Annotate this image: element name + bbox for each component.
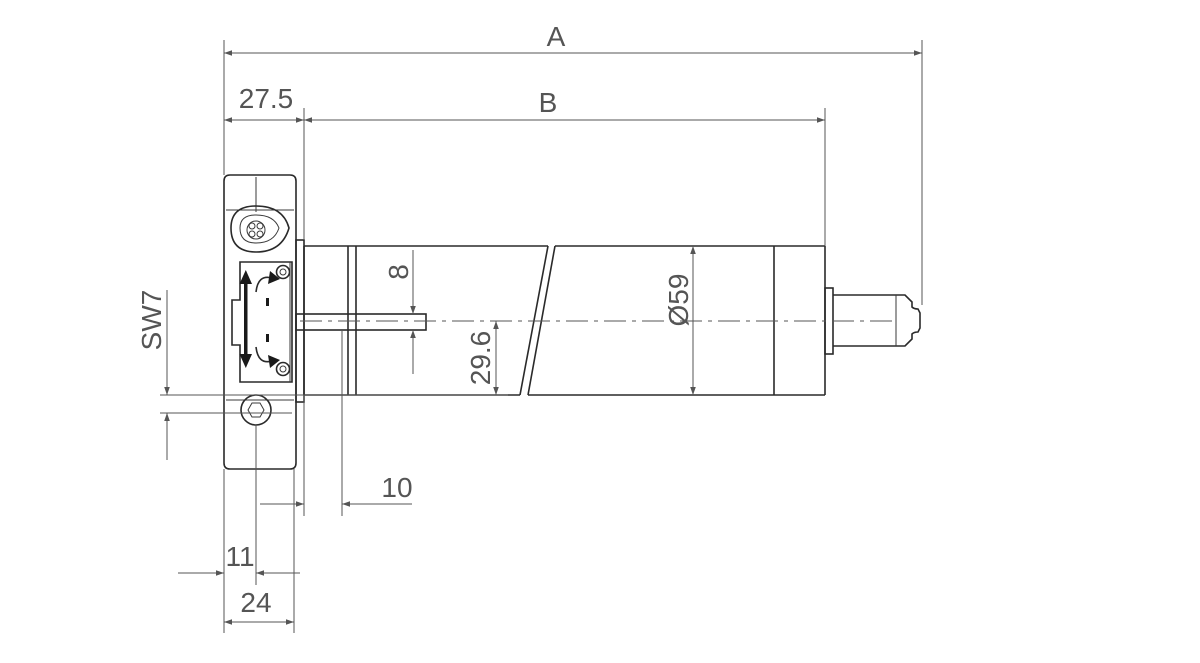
dim-label-screw-offset: 11 <box>225 541 254 572</box>
dim-label-motor-length: B <box>539 87 558 118</box>
dim-label-centre-offset: 8 <box>383 264 414 280</box>
dim-flange-width <box>224 108 305 240</box>
dim-label-overall-length: A <box>547 21 566 52</box>
dim-spigot-length <box>260 330 412 516</box>
rotation-direction-icon <box>239 264 291 377</box>
terminal-block <box>231 261 293 383</box>
dim-overall-length <box>223 40 923 305</box>
motor-body <box>295 239 826 403</box>
cable-gland-icon <box>230 205 290 253</box>
dim-screw-offset <box>178 425 300 633</box>
dim-label-spigot-length: 10 <box>381 472 412 503</box>
dim-label-base-width: 24 <box>240 587 271 618</box>
dim-label-axis-height: 29.6 <box>465 331 496 386</box>
dim-axis-height <box>160 321 508 396</box>
dim-label-diameter: Ø59 <box>663 274 694 327</box>
dim-base-width <box>224 469 295 633</box>
dim-label-wrench-size: SW7 <box>136 290 167 351</box>
dim-label-flange-width: 27.5 <box>239 83 294 114</box>
dim-motor-length <box>304 108 826 246</box>
dim-wrench-size <box>160 290 292 460</box>
